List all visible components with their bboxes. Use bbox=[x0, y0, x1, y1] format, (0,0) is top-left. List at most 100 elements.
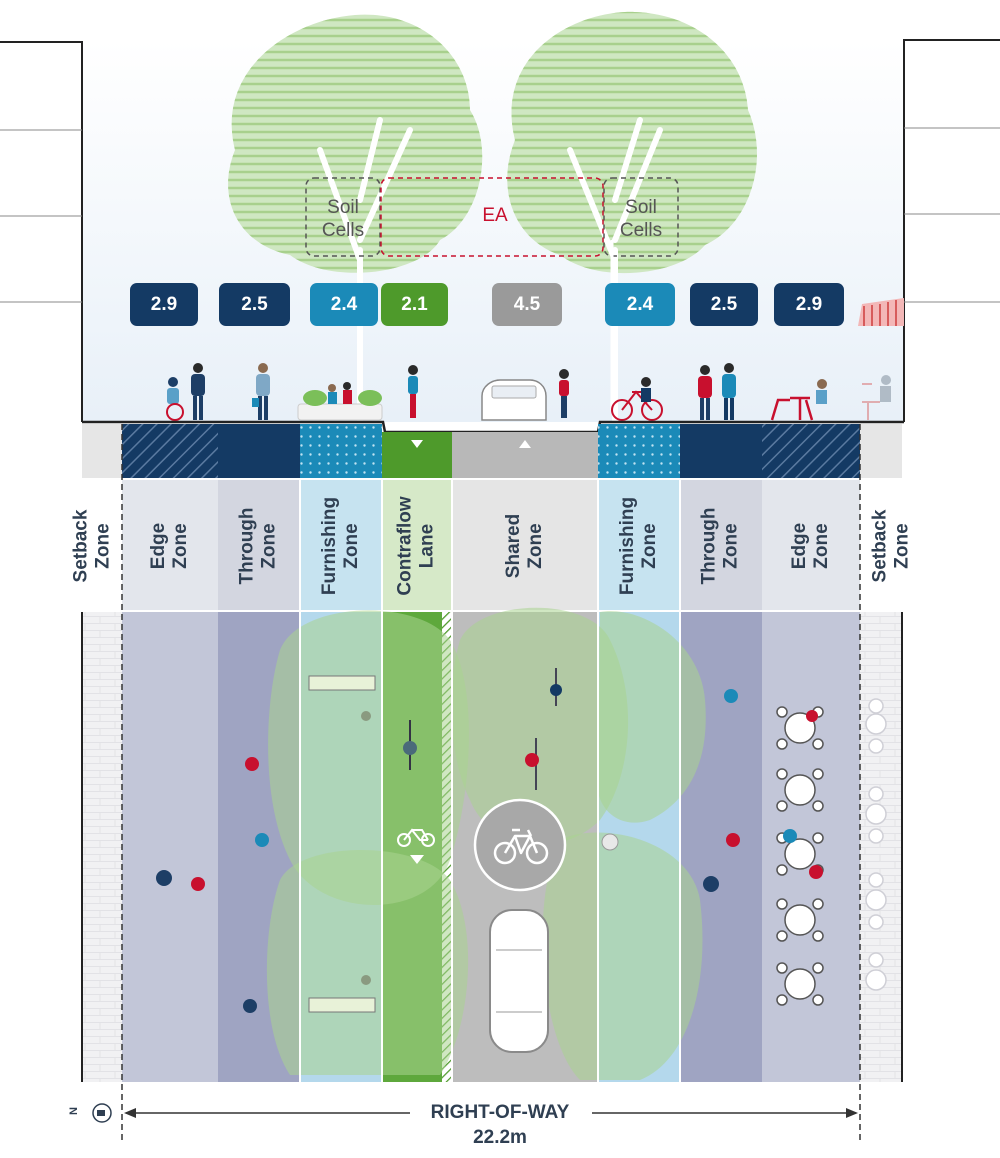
soil-cells-box-left bbox=[305, 177, 381, 257]
zone-label-setback-right: Setback Zone bbox=[869, 509, 912, 582]
zone-label-furnishing-left: Furnishing Zone bbox=[319, 496, 362, 595]
tree-trunk-icon bbox=[361, 711, 371, 721]
patron-topview-icon bbox=[783, 829, 797, 843]
row-width: 22.2m bbox=[473, 1127, 527, 1148]
cyclist-icon bbox=[408, 365, 418, 418]
contraflow-arrow-icon bbox=[411, 440, 423, 448]
label-band-furnishing-right bbox=[598, 480, 680, 610]
awning-icon bbox=[858, 298, 904, 326]
plan-setback-right bbox=[860, 612, 902, 1082]
zone-label-furnishing-right: Furnishing Zone bbox=[617, 496, 660, 595]
cafe-table-topview-icon bbox=[776, 962, 824, 1006]
row-dimension-arrow bbox=[124, 1108, 858, 1118]
cafe-table-topview-icon bbox=[776, 898, 824, 942]
north-label: N bbox=[67, 1107, 80, 1115]
setback-furniture-icon bbox=[865, 698, 887, 991]
shared-bicycle-marking-icon bbox=[473, 798, 567, 892]
soil-cells-label: Soil Cells bbox=[321, 197, 365, 241]
strip-through-left bbox=[218, 424, 300, 478]
pedestrian-icon bbox=[252, 363, 270, 420]
car-icon bbox=[481, 379, 547, 421]
strip-contraflow bbox=[382, 432, 452, 478]
planter-bench-icon bbox=[297, 382, 383, 421]
zone-label-contraflow: Contraflow Lane bbox=[395, 495, 438, 596]
strip-furnishing-right bbox=[598, 424, 680, 478]
pedestrian-icon bbox=[191, 363, 205, 420]
cyclist-icon bbox=[559, 369, 569, 418]
width-badge: 2.4 bbox=[605, 283, 675, 326]
patron-topview-icon bbox=[806, 710, 818, 722]
pedestrian-icon bbox=[862, 375, 891, 420]
width-badge: 2.5 bbox=[219, 283, 290, 326]
cyclist-topview-icon bbox=[550, 668, 562, 706]
zone-label-through-left: Through Zone bbox=[237, 506, 280, 585]
north-arrow-icon bbox=[92, 1103, 112, 1123]
tree-icon bbox=[507, 11, 757, 423]
zone-dividers bbox=[299, 480, 681, 1082]
contraflow-direction-icon bbox=[410, 855, 424, 864]
zone-label-edge-left: Edge Zone bbox=[147, 522, 191, 569]
wheelchair-icon bbox=[166, 377, 184, 421]
cafe-table-icon bbox=[770, 379, 827, 421]
pedestrian-topview-icon bbox=[703, 876, 719, 892]
width-badge: 2.9 bbox=[774, 283, 844, 326]
width-badge: 2.5 bbox=[690, 283, 758, 326]
patron-topview-icon bbox=[809, 865, 823, 879]
pedestrian-topview-icon bbox=[156, 870, 172, 886]
pedestrian-icon bbox=[698, 365, 712, 420]
car-topview-icon bbox=[489, 909, 549, 1053]
pedestrian-icon bbox=[722, 363, 736, 420]
width-badge: 2.9 bbox=[130, 283, 198, 326]
left-building bbox=[0, 41, 83, 422]
label-band-furnishing-left bbox=[300, 480, 382, 610]
width-badge: 4.5 bbox=[492, 283, 562, 326]
row-title: RIGHT-OF-WAY bbox=[430, 1102, 570, 1123]
plan-edge-left bbox=[122, 612, 218, 1082]
label-band-edge-left bbox=[122, 480, 218, 610]
shared-arrow-icon bbox=[519, 440, 531, 448]
soil-cells-box-right bbox=[603, 177, 679, 257]
strip-through-right bbox=[680, 424, 762, 478]
strip-edge-right bbox=[762, 424, 860, 478]
label-band-through-left bbox=[218, 480, 300, 610]
tandem-bike-icon bbox=[397, 828, 435, 847]
width-badge: 2.1 bbox=[381, 283, 448, 326]
strip-shared bbox=[452, 432, 598, 478]
ea-label: EA bbox=[482, 205, 508, 226]
pedestrian-topview-icon bbox=[245, 757, 259, 771]
tree-icon bbox=[228, 14, 483, 423]
label-band-shared bbox=[452, 480, 598, 610]
pedestrian-topview-icon bbox=[243, 999, 257, 1013]
zone-label-shared: Shared Zone bbox=[502, 513, 546, 578]
label-band-through-right bbox=[680, 480, 762, 610]
bench-icon bbox=[308, 675, 376, 691]
zone-label-edge-right: Edge Zone bbox=[788, 522, 832, 569]
label-band-edge-right bbox=[762, 480, 860, 610]
zone-label-through-right: Through Zone bbox=[699, 506, 742, 585]
plan-setback-left bbox=[82, 612, 122, 1082]
strip-edge-left bbox=[122, 424, 218, 478]
right-building bbox=[903, 39, 1000, 422]
bicycle-icon bbox=[611, 377, 663, 421]
lamp-base-icon bbox=[601, 833, 619, 851]
cyclist-topview-icon bbox=[403, 720, 417, 770]
cyclist-topview-icon bbox=[525, 738, 539, 790]
pedestrian-topview-icon bbox=[726, 833, 740, 847]
cafe-table-topview-icon bbox=[776, 768, 824, 812]
bench-icon bbox=[308, 997, 376, 1013]
sky-background bbox=[82, 40, 904, 422]
pedestrian-topview-icon bbox=[724, 689, 738, 703]
pedestrian-topview-icon bbox=[255, 833, 269, 847]
strip-setback-right bbox=[860, 424, 902, 478]
zone-label-setback-left: Setback Zone bbox=[70, 509, 113, 582]
label-band-contraflow bbox=[382, 480, 452, 610]
soil-cells-label: Soil Cells bbox=[619, 197, 663, 241]
tree-trunk-icon bbox=[361, 975, 371, 985]
ea-box bbox=[380, 177, 604, 257]
strip-furnishing-left bbox=[300, 424, 382, 478]
strip-setback-left bbox=[82, 424, 122, 478]
pedestrian-topview-icon bbox=[191, 877, 205, 891]
width-badge: 2.4 bbox=[310, 283, 378, 326]
